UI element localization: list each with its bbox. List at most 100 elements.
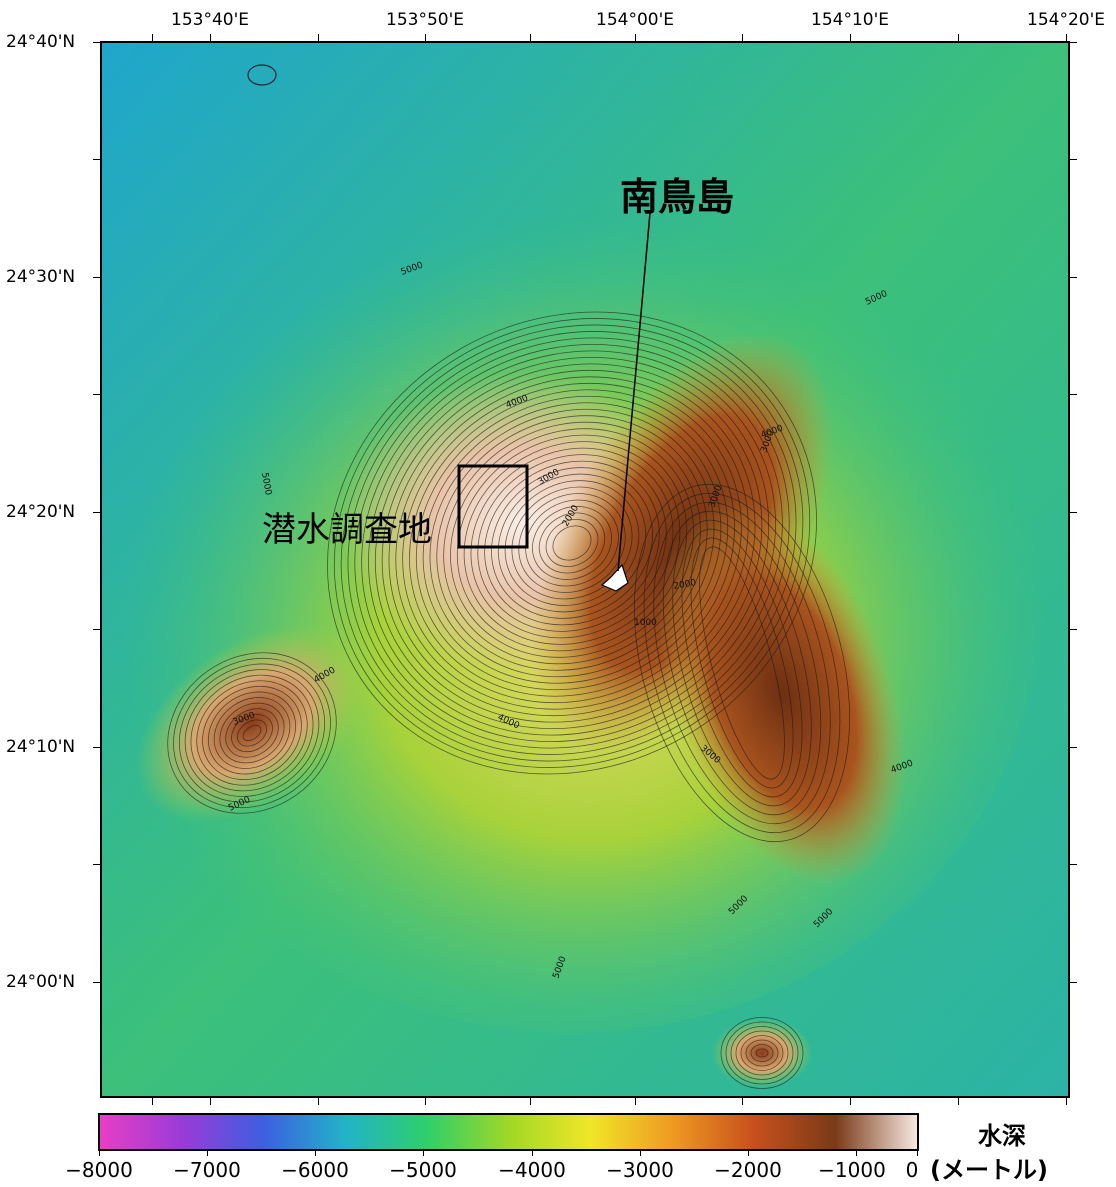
longitude-label: 153°40'E [171, 10, 249, 30]
contour-line [374, 357, 770, 729]
contour-line [409, 389, 735, 697]
contour-line [518, 493, 626, 593]
contour-line [740, 1035, 784, 1071]
colorbar-tick [748, 1150, 749, 1156]
contour-line [725, 1021, 799, 1085]
contour-line [333, 318, 811, 768]
contour-line [422, 402, 722, 684]
contour-line [634, 483, 850, 843]
longitude-label: 154°10'E [811, 10, 889, 30]
longitude-label: 154°20'E [1027, 10, 1105, 30]
contour-line [242, 725, 262, 741]
depth-colorbar [98, 1113, 919, 1151]
contour-line [443, 421, 701, 665]
colorbar-label: −6000 [281, 1158, 349, 1182]
contour-line [429, 408, 715, 678]
contour-line [340, 324, 804, 762]
contour-line [361, 344, 783, 742]
tick-mark [1070, 42, 1077, 43]
colorbar-tick [532, 1150, 533, 1156]
colorbar-tick [856, 1150, 857, 1156]
colorbar-label: 0 [905, 1158, 919, 1182]
tick-mark [152, 34, 153, 41]
contour-line [491, 467, 653, 619]
colorbar-unit: (メートル) [930, 1156, 1048, 1184]
contour-line [196, 680, 308, 786]
contour-line [672, 519, 812, 807]
colorbar-tick [640, 1150, 641, 1156]
contour-line [552, 525, 592, 561]
contour-line [450, 428, 694, 658]
depth-contours [167, 311, 850, 1089]
tick-mark [93, 512, 100, 513]
tick-mark [958, 1098, 959, 1105]
survey-site-box [457, 464, 529, 549]
contour-line [368, 350, 776, 736]
colorbar-label: −4000 [498, 1158, 566, 1182]
survey-site-label: 潜水調査地 [262, 510, 432, 550]
tick-mark [530, 1098, 531, 1105]
contour-line [653, 501, 831, 825]
colorbar-label: −5000 [389, 1158, 457, 1182]
colorbar-label: −7000 [173, 1158, 241, 1182]
colorbar-tick [207, 1150, 208, 1156]
contour-line [484, 460, 660, 626]
contour-line [470, 447, 674, 639]
colorbar-tick [315, 1150, 316, 1156]
contour-line [681, 528, 803, 798]
contour-line [755, 1048, 769, 1058]
tick-mark [850, 1098, 851, 1105]
longitude-label: 154°00'E [596, 10, 674, 30]
contour-line [231, 713, 273, 753]
tick-mark [742, 34, 743, 41]
contour-line [720, 1017, 804, 1089]
contour-line [207, 691, 297, 775]
contour-line [511, 486, 633, 600]
tick-mark [425, 1098, 426, 1105]
contour-line [347, 331, 797, 755]
contour-line [504, 480, 640, 606]
contour-line [236, 719, 268, 747]
colorbar-label: −2000 [714, 1158, 782, 1182]
contour-line [545, 519, 599, 567]
tick-mark [742, 1098, 743, 1105]
tick-mark [635, 1098, 636, 1105]
north-knoll [247, 64, 277, 86]
contour-line [381, 363, 763, 723]
contour-line [463, 441, 681, 645]
contour-line [415, 395, 729, 691]
contour-line [202, 685, 302, 781]
contour-line [402, 382, 742, 704]
contour-line [395, 376, 749, 710]
colorbar-tick [423, 1150, 424, 1156]
tick-mark [93, 42, 100, 43]
colorbar-label: −8000 [65, 1158, 133, 1182]
contour-line [497, 473, 647, 613]
minamitorishima-island [600, 563, 629, 592]
tick-mark [93, 277, 100, 278]
contour-line [477, 454, 667, 632]
contour-line [173, 657, 331, 809]
tick-mark [93, 982, 100, 983]
tick-mark [1066, 1098, 1067, 1105]
island-leader-line [617, 212, 651, 572]
contour-line [213, 697, 291, 769]
contour-line [456, 434, 688, 652]
contour-label: 1000 [634, 618, 657, 628]
contour-line [354, 337, 790, 749]
latitude-label: 24°30'N [6, 267, 76, 287]
latitude-label: 24°20'N [6, 502, 76, 522]
colorbar-label: −1000 [818, 1158, 886, 1182]
tick-mark [425, 34, 426, 41]
tick-mark [318, 34, 319, 41]
tick-mark [93, 629, 100, 630]
contour-line [699, 546, 785, 780]
contour-label: 2000 [673, 578, 698, 592]
tick-mark [152, 1098, 153, 1105]
tick-mark [1070, 512, 1077, 513]
contour-line [662, 510, 822, 816]
contour-line [745, 1039, 779, 1067]
south-seamount [712, 1018, 812, 1088]
contour-line [190, 674, 314, 792]
tick-mark [1070, 747, 1077, 748]
